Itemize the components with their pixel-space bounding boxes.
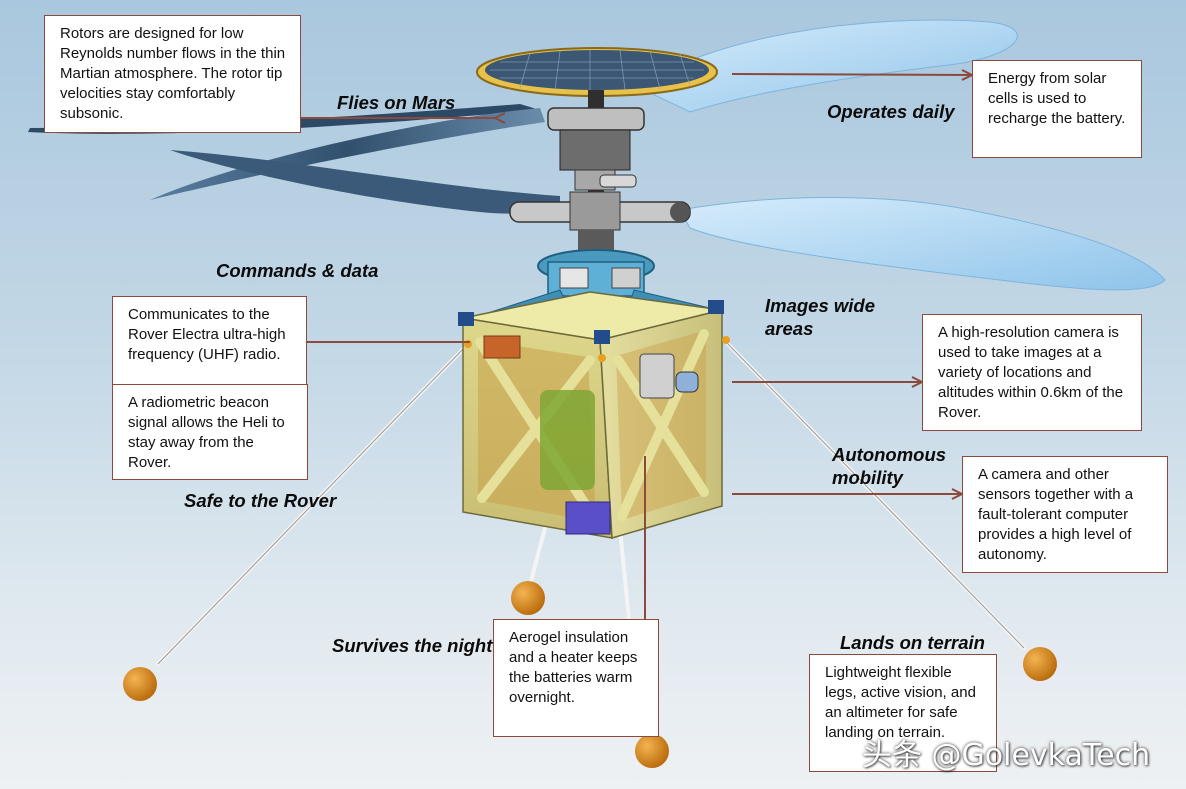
label-images-wide-areas-line1: Images wide	[765, 295, 876, 316]
lower-rotor-blade-right	[679, 197, 1166, 291]
foot-front	[635, 734, 669, 768]
foot-rear	[511, 581, 545, 615]
callout-legs: Lightweight flexible legs, active vision…	[809, 654, 997, 772]
label-lands-on-terrain: Lands on terrain	[840, 632, 985, 653]
callout-rotors: Rotors are designed for low Reynolds num…	[44, 15, 301, 133]
leader-arrow	[731, 74, 972, 75]
label-images-wide-areas-line2: areas	[765, 318, 814, 339]
callout-solar: Energy from solar cells is used to recha…	[972, 60, 1142, 158]
lower-hub	[509, 191, 691, 255]
fuselage	[458, 291, 730, 539]
label-images-wide-areas: Images wide areas	[765, 294, 875, 340]
foot-left	[123, 667, 157, 701]
foot-right	[1023, 647, 1057, 681]
upper-rotor-blade-left-face	[150, 108, 545, 200]
callout-beacon: A radiometric beacon signal allows the H…	[112, 384, 308, 480]
label-operates-daily: Operates daily	[827, 101, 955, 122]
label-safe-to-rover: Safe to the Rover	[184, 490, 337, 511]
upper-rotor-blade-right	[639, 19, 1018, 113]
lower-rotor-blade-left	[170, 150, 560, 214]
label-flies-on-mars: Flies on Mars	[337, 92, 456, 113]
callout-uhf: Communicates to the Rover Electra ultra-…	[112, 296, 307, 393]
callout-camera: A high-resolution camera is used to take…	[922, 314, 1142, 431]
upper-hub	[547, 107, 645, 191]
label-survives-night: Survives the night	[332, 635, 493, 656]
label-autonomous-mobility: Autonomous mobility	[832, 443, 946, 489]
watermark: 头条 @GolevkaTech	[862, 738, 1151, 773]
label-commands-data: Commands & data	[216, 260, 379, 281]
label-autonomous-mobility-line2: mobility	[832, 467, 903, 488]
label-autonomous-mobility-line1: Autonomous	[832, 444, 947, 465]
callout-autonomy: A camera and other sensors together with…	[962, 456, 1168, 573]
callout-aerogel: Aerogel insulation and a heater keeps th…	[493, 619, 659, 737]
